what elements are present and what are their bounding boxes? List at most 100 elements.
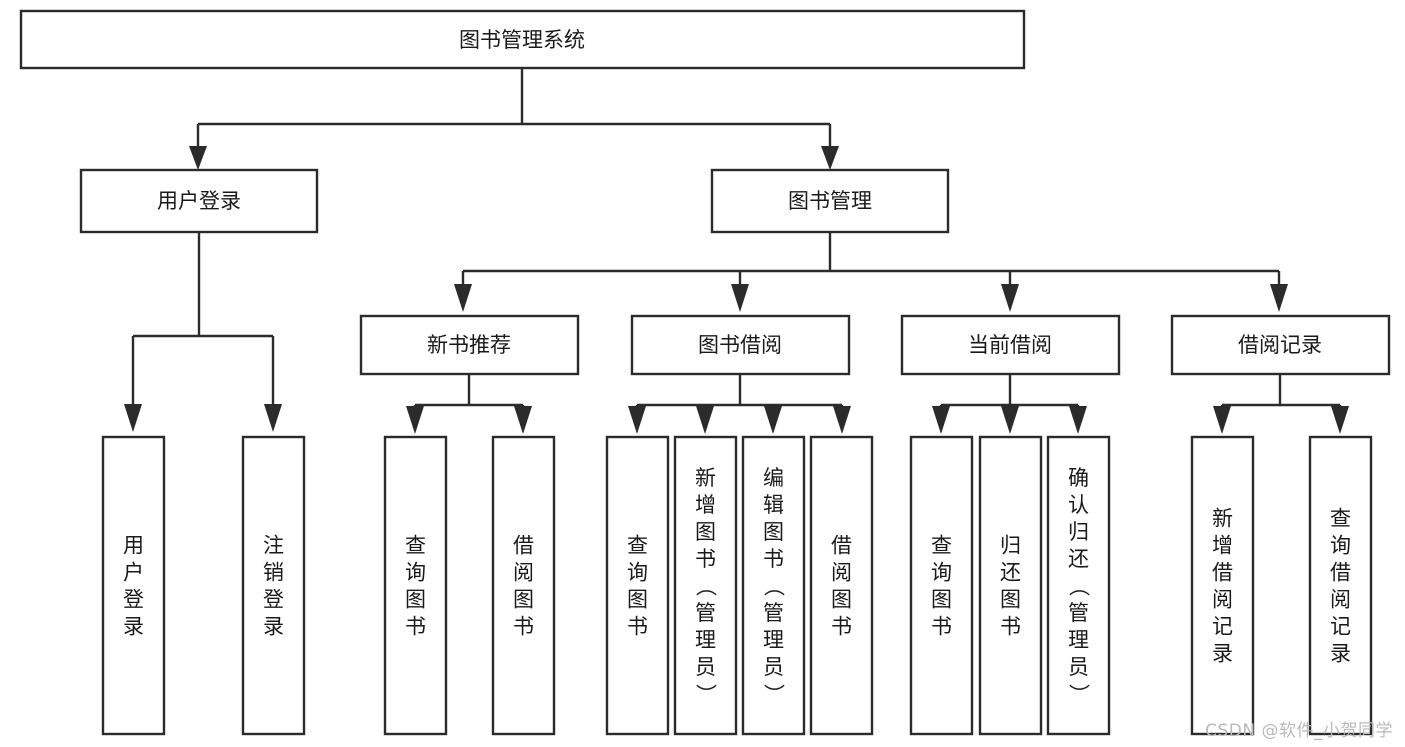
label-char: 图 — [627, 588, 648, 612]
leaf-query-book-1-box[interactable] — [383, 435, 448, 736]
node-current-borrow-box[interactable] — [900, 314, 1121, 376]
arrow-leaf-query-book-3 — [932, 406, 950, 434]
label-char: 图 — [1000, 588, 1021, 612]
label-char: 登 — [263, 588, 284, 612]
node-root-box[interactable] — [19, 9, 1026, 70]
label-char: 登 — [123, 588, 144, 612]
label-char: 归 — [1000, 534, 1021, 558]
node-new-book-recommend-box[interactable] — [359, 314, 580, 376]
label-char: 借 — [1212, 561, 1233, 585]
arrow-leaf-borrow-book-2 — [833, 406, 851, 434]
arrow-current-borrow — [1001, 284, 1019, 312]
label-char: 询 — [627, 561, 648, 585]
label-char: 书 — [695, 547, 716, 571]
node-book-borrow-box[interactable] — [630, 314, 851, 376]
leaf-user-login-box[interactable] — [101, 435, 166, 736]
leaf-labels-layer: 用户登录注销登录查询图书借阅图书查询图书新增图书（管理员）编辑图书（管理员）借阅… — [123, 466, 1351, 705]
node-user-login-label: 用户登录 — [157, 189, 241, 213]
label-char: 管 — [1068, 601, 1089, 625]
label-char: 图 — [831, 588, 852, 612]
label-char: 辑 — [763, 493, 784, 517]
label-char: 询 — [931, 561, 952, 585]
label-char: 图 — [763, 520, 784, 544]
label-char: 还 — [1068, 547, 1089, 571]
label-char: 用 — [123, 534, 144, 558]
label-char: （ — [694, 576, 718, 597]
arrow-leaf-add-record — [1213, 406, 1231, 434]
label-char: 理 — [763, 628, 784, 652]
arrow-leaf-edit-book — [764, 406, 782, 434]
label-char: 编 — [763, 466, 784, 490]
label-char: 书 — [763, 547, 784, 571]
node-root-label: 图书管理系统 — [459, 28, 585, 52]
label-char: 注 — [263, 534, 284, 558]
label-char: 借 — [1330, 561, 1351, 585]
arrow-borrow-record — [1270, 284, 1288, 312]
label-char: 销 — [263, 561, 284, 585]
arrow-new-book-recommend — [454, 284, 472, 312]
label-char: 增 — [695, 493, 716, 517]
label-char: 书 — [1000, 615, 1021, 639]
label-char: 询 — [405, 561, 426, 585]
label-char: 录 — [263, 615, 284, 639]
label-char: 户 — [123, 561, 144, 585]
leaf-add-record-box[interactable] — [1190, 435, 1255, 736]
node-book-manage-box[interactable] — [710, 168, 950, 234]
label-char: 书 — [627, 615, 648, 639]
label-char: 记 — [1330, 615, 1351, 639]
label-char: 图 — [405, 588, 426, 612]
label-char: 员 — [695, 655, 716, 679]
node-user-login-box[interactable] — [79, 168, 319, 234]
node-new-book-recommend-label: 新书推荐 — [427, 333, 511, 357]
label-char: 理 — [1068, 628, 1089, 652]
node-current-borrow-label: 当前借阅 — [968, 333, 1052, 357]
label-char: （ — [762, 576, 786, 597]
label-char: 阅 — [1212, 588, 1233, 612]
label-char: 书 — [831, 615, 852, 639]
leaf-borrow-book-1-box[interactable] — [491, 435, 556, 736]
label-char: 新 — [1212, 507, 1233, 531]
arrow-leaf-confirm-return — [1069, 406, 1087, 434]
label-char: ） — [694, 684, 718, 705]
label-char: 新 — [695, 466, 716, 490]
label-char: 归 — [1068, 520, 1089, 544]
label-char: 确 — [1068, 466, 1089, 490]
arrow-leaf-borrow-book-1 — [514, 406, 532, 434]
label-char: ） — [762, 684, 786, 705]
node-book-borrow-label: 图书借阅 — [698, 333, 782, 357]
arrow-leaf-return-book — [1001, 406, 1019, 434]
leaf-edit-book-box[interactable] — [741, 435, 806, 736]
leaf-user-logout-box[interactable] — [241, 435, 306, 736]
label-char: 员 — [763, 655, 784, 679]
label-char: 还 — [1000, 561, 1021, 585]
leaf-return-book-box[interactable] — [978, 435, 1043, 736]
label-char: 书 — [405, 615, 426, 639]
label-char: 认 — [1068, 493, 1089, 517]
label-char: 阅 — [513, 561, 534, 585]
arrow-leaf-query-book-2 — [628, 406, 646, 434]
label-char: 记 — [1212, 615, 1233, 639]
label-char: 查 — [931, 534, 952, 558]
leaf-borrow-book-2-box[interactable] — [809, 435, 874, 736]
label-char: 借 — [513, 534, 534, 558]
leaf-query-book-2-box[interactable] — [605, 435, 670, 736]
leaf-confirm-return-box[interactable] — [1046, 435, 1111, 736]
leaf-add-book-box[interactable] — [673, 435, 738, 736]
label-char: （ — [1067, 576, 1091, 597]
leaf-query-record-box[interactable] — [1308, 435, 1373, 736]
label-char: 图 — [513, 588, 534, 612]
arrow-book-borrow — [731, 284, 749, 312]
arrow-leaf-user-login — [124, 404, 142, 432]
arrow-leaf-add-book — [696, 406, 714, 434]
leaf-query-book-3-box[interactable] — [909, 435, 974, 736]
